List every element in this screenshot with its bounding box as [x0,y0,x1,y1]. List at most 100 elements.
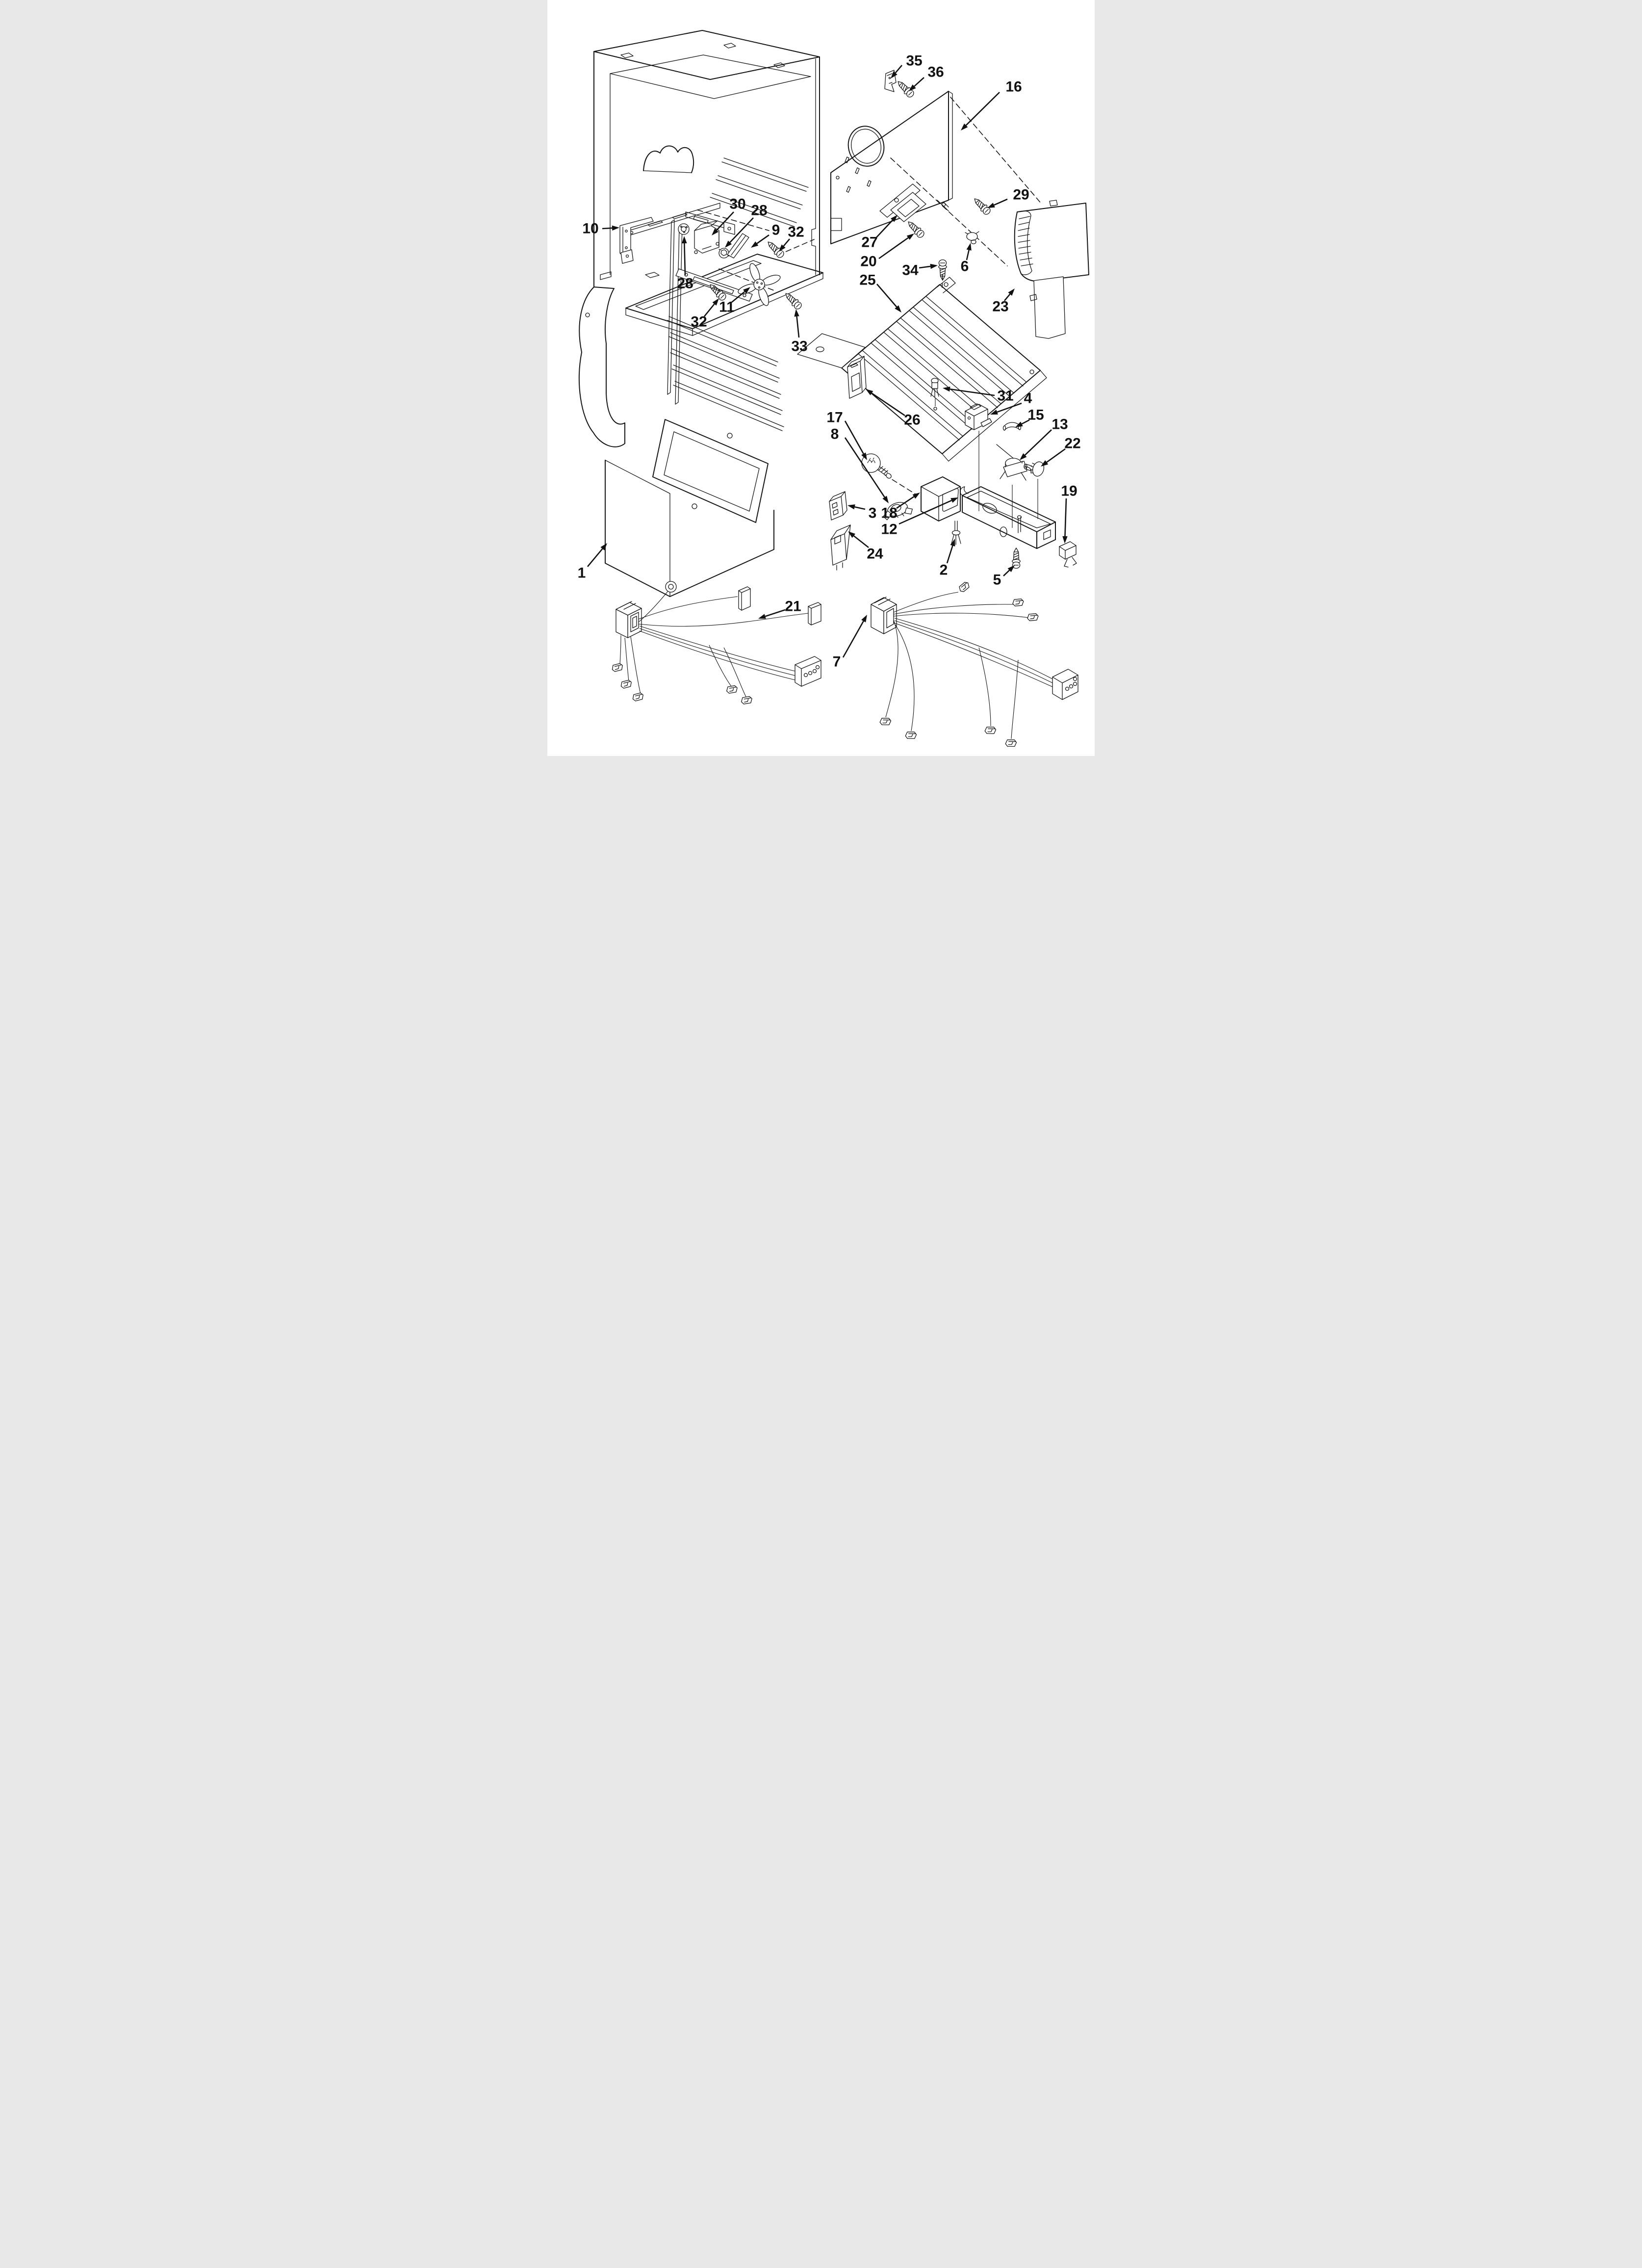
callout-arrowhead [847,504,855,510]
callout-leader-line [716,211,734,231]
callout-number: 18 [881,505,897,521]
callout-arrowhead [861,615,867,623]
callout-32-8: 32 [779,224,804,252]
part-1-liner-cabinet [578,30,823,597]
callout-33: 33 [791,309,808,355]
callout-number: 3 [869,505,877,521]
callout-28-9: 28 [677,236,693,292]
callout-19: 19 [1061,483,1078,544]
part-28-washer [718,248,729,259]
callout-number: 28 [751,203,767,219]
callout-leader-line [853,535,869,548]
callout-arrowhead [943,386,950,392]
callout-11: 11 [719,287,750,315]
callout-leader-line [965,92,1000,126]
part-30-fan-motor-assembly [675,209,815,311]
callout-leader-line [997,402,1022,413]
callout-17: 17 [826,410,867,460]
callout-arrowhead [890,215,898,222]
callout-leader-line [895,65,902,74]
callout-arrowhead [682,236,687,244]
callout-number: 6 [961,259,969,275]
callout-leader-line [1064,498,1067,537]
callout-arrowhead [909,84,916,91]
callout-leader-line [842,621,864,658]
callout-arrowhead [930,263,938,269]
callout-number: 21 [785,599,801,615]
callout-number: 36 [927,64,944,80]
callout-number: 24 [867,546,883,562]
callout-arrowhead [906,234,914,240]
callout-30: 30 [712,196,746,235]
callout-9: 9 [751,222,780,248]
callout-arrowhead [1007,565,1015,573]
callout-number: 29 [1013,187,1029,203]
callout-22: 22 [1041,436,1081,467]
callout-25: 25 [859,272,901,313]
callout-arrowhead [779,244,786,252]
callout-number: 33 [791,339,807,355]
callout-6: 6 [961,243,972,275]
callout-34: 34 [902,262,938,279]
callout-number: 2 [940,562,948,578]
part-13-thermostat [996,444,1032,481]
callout-arrowhead [1062,536,1068,544]
callout-leader-line [1003,570,1010,576]
callout-arrowhead [1041,460,1049,467]
callout-number: 23 [992,299,1008,315]
callout-number: 17 [826,410,843,426]
part-2-push-pin [951,521,961,545]
callout-number: 13 [1052,417,1068,433]
callout-arrowhead [794,309,799,317]
callout-leader-line [703,303,715,317]
callout-number: 16 [1005,79,1022,95]
part-16-evaporator-cover-panel [830,91,1042,266]
callout-number: 34 [902,262,919,279]
callout-arrowhead [712,228,719,235]
part-10-support-bracket [619,217,654,264]
part-7-wiring-harness [871,581,1078,750]
callout-number: 1 [578,565,586,581]
callout-number: 32 [788,224,804,240]
exploded-diagram-canvas: 3536162910302893228113233272034625232631… [578,30,1089,750]
part-12-control-housing [960,486,1056,549]
callout-leader-line [756,234,770,244]
callout-number: 11 [719,299,735,315]
callout-arrowhead [1015,421,1023,427]
callout-number: 15 [1027,407,1044,423]
callout-leader-line [994,198,1008,206]
part-22-knob [1024,461,1045,477]
callout-leader-line [844,420,864,454]
callout-number: 30 [729,196,745,212]
callout-leader-line [949,388,995,396]
callout-36: 36 [909,64,944,91]
callout-13: 13 [1020,417,1068,460]
callout-arrowhead [912,493,920,499]
callout-leader-line [684,243,686,276]
callout-number: 4 [1024,391,1032,407]
callout-7: 7 [833,615,867,670]
callout-leader-line [875,220,893,238]
callout-leader-line [1046,448,1066,463]
callout-leader-line [602,227,613,230]
callout-arrowhead [1020,453,1027,460]
part-6-hole-plug [965,231,979,244]
callout-arrowhead [1008,288,1015,296]
callout-arrowhead [866,389,873,395]
callout-15: 15 [1015,407,1044,427]
callout-number: 20 [860,254,876,270]
callout-arrowhead [725,240,732,248]
callout-number: 7 [833,654,841,670]
callout-arrowhead [751,241,759,248]
callout-leader-line [896,496,915,509]
callout-3: 3 [847,504,876,521]
callout-31: 31 [943,386,1014,404]
callout-arrowhead [600,543,607,550]
callout-32-11: 32 [691,298,719,330]
part-21-wiring-harness [612,581,821,706]
part-23-air-duct [1014,200,1089,339]
callout-16: 16 [961,79,1022,130]
callout-number: 22 [1064,436,1080,452]
callout-leader-line [796,316,800,338]
